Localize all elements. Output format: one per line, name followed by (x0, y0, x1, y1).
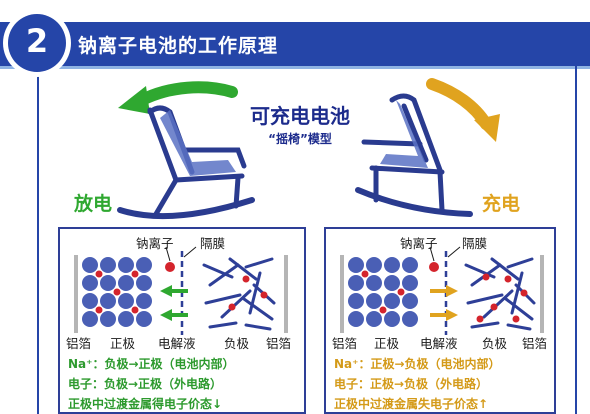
number-badge (8, 14, 66, 72)
sodium-ion-electrolyte (429, 262, 439, 272)
label-al-foil-left: 铝箔 (332, 336, 358, 351)
pointer-ion (429, 246, 435, 262)
discharge-arrow-icon (136, 81, 238, 106)
label-separator: 隔膜 (462, 236, 488, 251)
pointer-ion (165, 246, 171, 262)
diagram-subtitle: “摇椅”模型 (268, 132, 332, 146)
discharge-line-ion: Na⁺：负极→正极（电池内部） (68, 357, 235, 371)
label-anode: 负极 (224, 336, 250, 351)
charge-panel: 钠离子 隔膜 铝箔 正极 电解液 负极 铝箔 Na⁺：正极→负极（电池内部） 电… (324, 227, 556, 414)
sodium-ions-anode (476, 273, 528, 323)
discharge-arrowhead-icon (118, 86, 150, 114)
header-banner (0, 22, 590, 66)
charge-arrowhead-icon (474, 114, 500, 142)
foil-left (340, 255, 344, 333)
sodium-ions-cathode (95, 270, 139, 314)
label-cathode: 正极 (110, 336, 136, 351)
section-number: 2 (25, 22, 49, 60)
rocking-chair-left-icon (117, 105, 255, 220)
diagram-title: 可充电电池 (250, 104, 350, 128)
label-electrolyte: 电解液 (420, 336, 458, 351)
label-sodium-ion: 钠离子 (136, 236, 174, 251)
foil-right (540, 255, 544, 333)
anode-carbon (464, 257, 536, 331)
chair-seat-right (380, 100, 428, 168)
cathode-spheres (348, 257, 418, 327)
label-separator: 隔膜 (200, 236, 226, 251)
discharge-line-electron: 电子：负极→正极（外电路） (68, 377, 223, 391)
label-al-foil-left: 铝箔 (66, 336, 92, 351)
foil-left (74, 255, 78, 333)
pointer-separator (447, 246, 461, 258)
charge-line-electron: 电子：正极→负极（外电路） (334, 377, 489, 391)
chair-seat-left (160, 110, 236, 176)
discharge-label: 放电 (74, 193, 113, 215)
label-al-foil-right: 铝箔 (266, 336, 292, 351)
foil-right (284, 255, 288, 333)
label-electrolyte: 电解液 (158, 336, 196, 351)
header-stripe (0, 66, 590, 69)
charge-arrow-icon (426, 78, 492, 130)
label-sodium-ion: 钠离子 (400, 236, 438, 251)
charge-cell-diagram (340, 246, 544, 335)
ion-flow-arrows-icon (160, 285, 188, 321)
discharge-panel: 钠离子 隔膜 铝箔 正极 电解液 负极 铝箔 Na⁺：负极→正极（电池内部） 电… (58, 227, 306, 414)
sodium-ions-cathode (361, 270, 405, 314)
cathode-spheres (82, 257, 152, 327)
section-title: 钠离子电池的工作原理 (78, 35, 279, 57)
label-cathode: 正极 (374, 336, 400, 351)
label-anode: 负极 (482, 336, 508, 351)
discharge-line-valence: 正极中过渡金属得电子价态↓ (68, 397, 223, 411)
charge-label: 充电 (482, 193, 521, 215)
sodium-ions-anode (228, 275, 268, 311)
charge-line-ion: Na⁺：正极→负极（电池内部） (334, 357, 501, 371)
label-al-foil-right: 铝箔 (522, 336, 548, 351)
ion-flow-arrows-icon (430, 285, 458, 321)
sodium-ion-electrolyte (165, 262, 175, 272)
charge-line-valence: 正极中过渡金属失电子价态↑ (334, 397, 489, 411)
pointer-separator (183, 246, 197, 258)
rocking-chair-right-icon (355, 93, 473, 217)
discharge-cell-diagram (74, 246, 288, 335)
